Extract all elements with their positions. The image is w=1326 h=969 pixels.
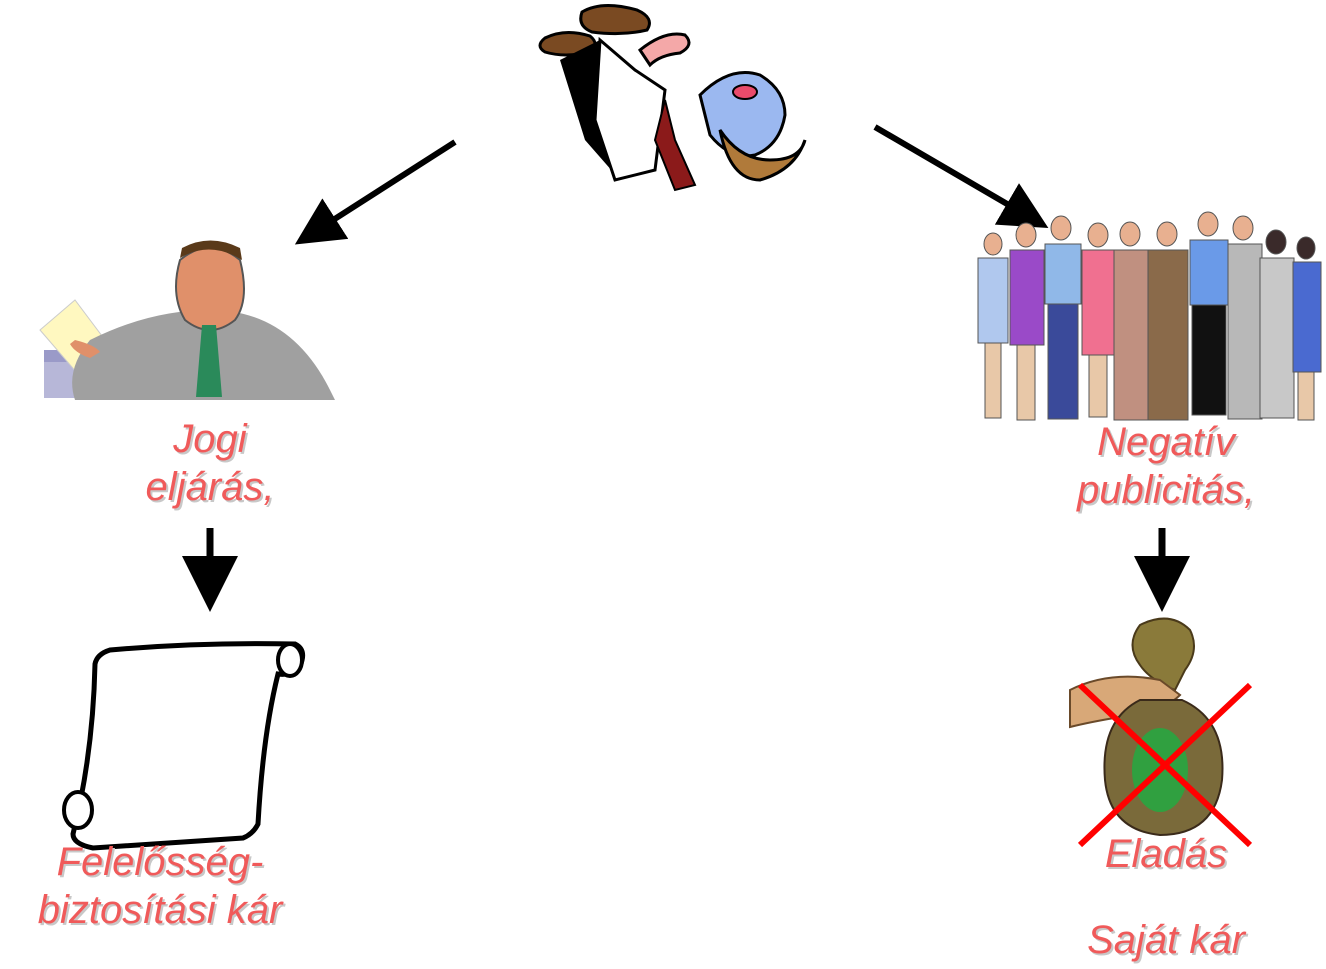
scroll-illustration [62, 641, 306, 851]
liability-insurance-label: Felelősség- biztosítási kár [0, 838, 320, 934]
own-damage-label: Saját kár [1087, 918, 1245, 962]
cross-line-2 [1077, 682, 1253, 848]
money-bag-illustration [1069, 617, 1224, 837]
falling-man-illustration [538, 4, 807, 192]
sale-label: Eladás [1104, 832, 1228, 876]
arrow-to-publicity [873, 124, 1049, 229]
publicity-label-line1: Negatív [1097, 420, 1235, 464]
crowd-illustration [977, 211, 1322, 421]
legal-label-line1: Jogi [173, 417, 247, 461]
legal-proceedings-label: Jogi eljárás, [110, 415, 310, 511]
liability-label-line2: biztosítási kár [37, 888, 283, 932]
liability-label-line1: Felelősség- [56, 840, 264, 884]
legal-label-line2: eljárás, [145, 465, 275, 509]
businessman-ballot-illustration [39, 240, 336, 400]
arrow-to-legal [294, 139, 457, 245]
negative-publicity-label: Negatív publicitás, [1046, 418, 1286, 514]
publicity-label-line2: publicitás, [1077, 468, 1255, 512]
